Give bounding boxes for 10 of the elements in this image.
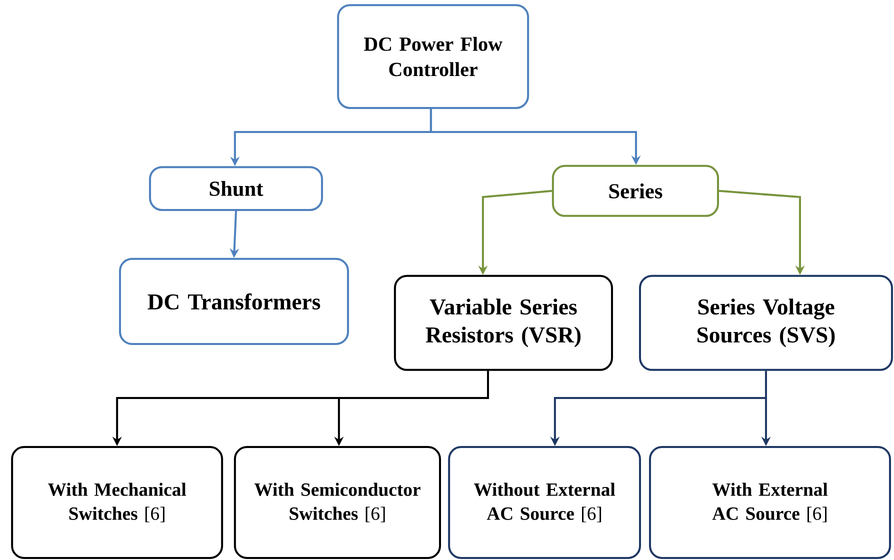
category-box: DC Transformers xyxy=(119,258,349,345)
category-box: With Semiconductor Switches [6] xyxy=(234,446,441,559)
category-box: DC Power Flow Controller xyxy=(337,4,530,109)
category-box: Shunt xyxy=(149,166,323,211)
category-box: Variable Series Resistors (VSR) xyxy=(394,274,613,371)
category-box: With Mechanical Switches [6] xyxy=(11,446,224,559)
category-box: Without External AC Source [6] xyxy=(448,446,641,559)
category-box: Series Voltage Sources (SVS) xyxy=(639,274,893,371)
category-box: Series xyxy=(552,164,719,217)
category-box: With External AC Source [6] xyxy=(649,446,891,559)
